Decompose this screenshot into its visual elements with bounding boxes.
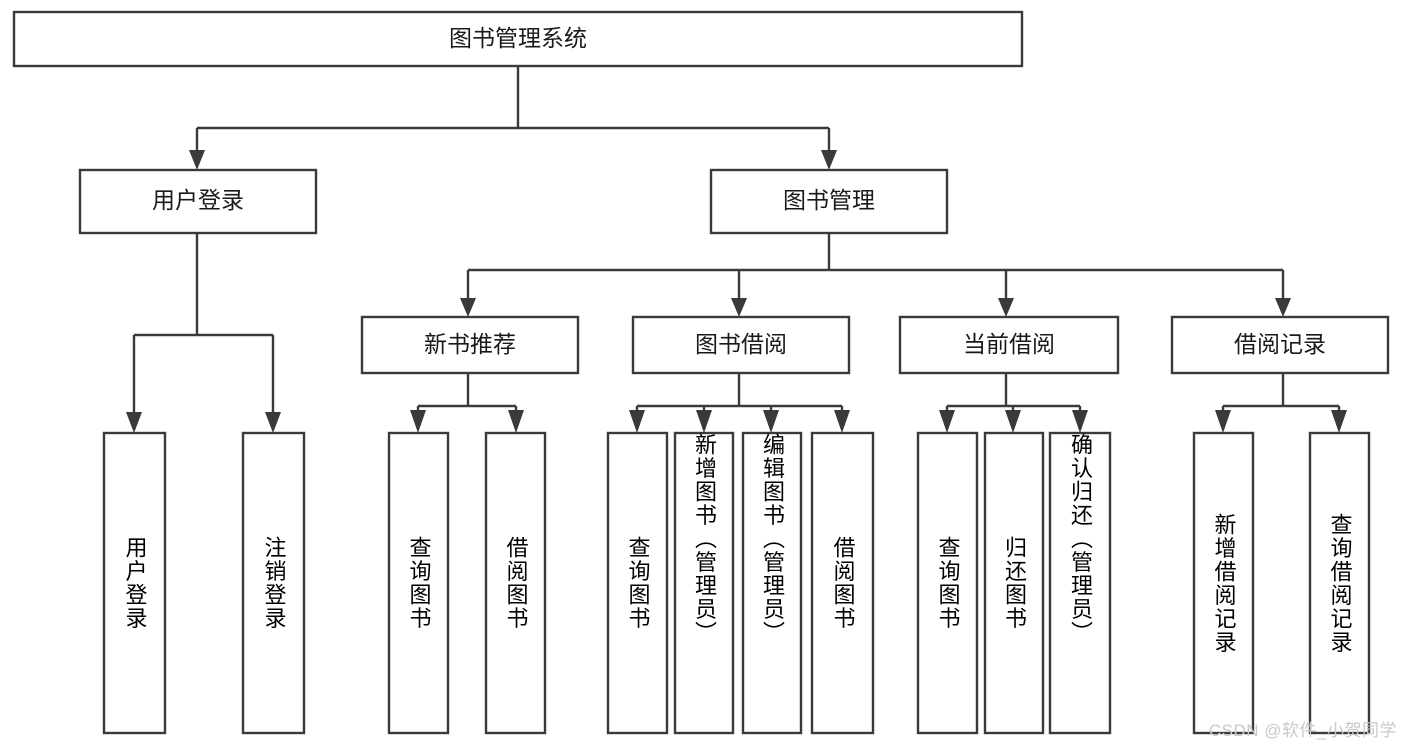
leaf-user-login-label: 用户登录 [122,536,148,630]
leaf-add-book-label: 新增图书（管理员） [692,433,717,645]
edge-userlogin-to-leaves [126,233,281,433]
leaf-borrow-book-2[interactable]: 借阅图书 [810,431,875,735]
edge-borrowrecord-to-leaves [1215,373,1347,433]
leaf-borrow-book-1[interactable]: 借阅图书 [484,431,547,735]
leaf-logout-label: 注销登录 [261,536,287,630]
leaf-add-borrow-record[interactable]: 新增借阅记录 [1192,431,1255,735]
leaf-logout[interactable]: 注销登录 [241,431,306,735]
node-borrow-record[interactable]: 借阅记录 [1170,315,1390,375]
leaf-add-borrow-record-label: 新增借阅记录 [1211,512,1237,654]
leaf-edit-book-label: 编辑图书（管理员） [760,433,785,645]
leaf-confirm-return[interactable]: 确认归还（管理员） [1048,431,1112,735]
node-book-management[interactable]: 图书管理 [709,168,949,235]
edge-root-to-level2 [189,66,837,170]
node-root-label: 图书管理系统 [449,25,587,51]
edge-bookmgmt-to-level3 [460,233,1291,317]
leaf-borrow-book-2-label: 借阅图书 [830,536,856,630]
node-book-borrow[interactable]: 图书借阅 [631,315,851,375]
node-book-borrow-label: 图书借阅 [695,331,787,357]
node-root[interactable]: 图书管理系统 [12,10,1024,68]
leaf-edit-book[interactable]: 编辑图书（管理员） [741,431,803,735]
leaf-query-book-1-label: 查询图书 [406,536,432,630]
leaf-query-book-1[interactable]: 查询图书 [387,431,450,735]
node-borrow-record-label: 借阅记录 [1234,331,1326,357]
leaf-borrow-book-1-label: 借阅图书 [503,536,529,630]
edge-currentborrow-to-leaves [939,373,1088,433]
leaf-query-book-2[interactable]: 查询图书 [606,431,669,735]
leaf-query-borrow-record[interactable]: 查询借阅记录 [1308,431,1371,735]
node-new-book-recommend-label: 新书推荐 [424,331,516,357]
node-book-management-label: 图书管理 [783,187,875,213]
node-current-borrow-label: 当前借阅 [963,331,1055,357]
leaf-confirm-return-label: 确认归还（管理员） [1068,433,1093,645]
leaf-add-book[interactable]: 新增图书（管理员） [673,431,735,735]
node-user-login[interactable]: 用户登录 [78,168,318,235]
leaf-query-book-2-label: 查询图书 [625,536,651,630]
leaf-user-login[interactable]: 用户登录 [102,431,167,735]
node-current-borrow[interactable]: 当前借阅 [898,315,1120,375]
connector-layer [126,66,1347,433]
leaf-return-book[interactable]: 归还图书 [983,431,1045,735]
node-new-book-recommend[interactable]: 新书推荐 [360,315,580,375]
leaf-query-book-3-label: 查询图书 [935,536,961,630]
edge-bookborrow-to-leaves [629,373,850,433]
csdn-watermark: CSDN @软件_小贺同学 [1208,721,1397,740]
node-user-login-label: 用户登录 [152,187,244,213]
leaf-query-book-3[interactable]: 查询图书 [916,431,979,735]
leaf-return-book-label: 归还图书 [1002,536,1027,630]
edge-newbookrec-to-leaves [410,373,524,433]
leaf-query-borrow-record-label: 查询借阅记录 [1327,512,1353,654]
